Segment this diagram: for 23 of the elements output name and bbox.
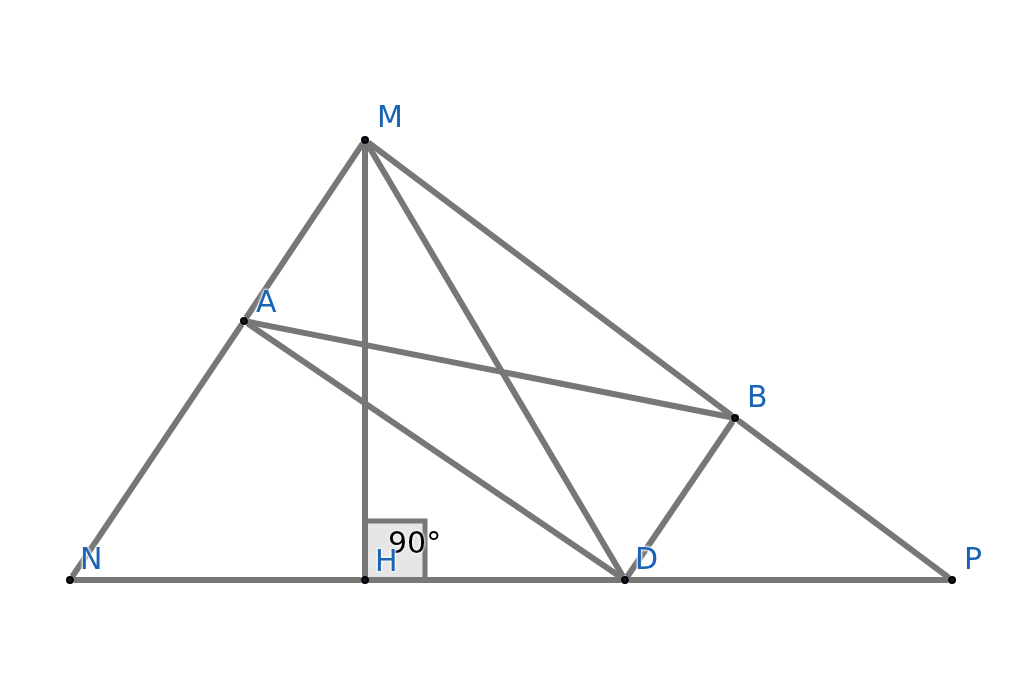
line-segment	[69, 322, 245, 579]
point	[731, 414, 739, 422]
line-segment	[245, 320, 624, 581]
line-segment	[247, 318, 732, 421]
point	[948, 576, 956, 584]
point-label: M	[377, 102, 403, 132]
point	[240, 317, 248, 325]
line-segment	[369, 577, 621, 583]
line-segment	[736, 418, 951, 580]
line-segment	[362, 144, 368, 576]
point	[361, 136, 369, 144]
point	[66, 576, 74, 584]
line-segment	[624, 419, 736, 579]
point-label: N	[80, 544, 103, 574]
point	[361, 576, 369, 584]
point	[621, 576, 629, 584]
line-segment	[74, 577, 361, 583]
line-segment	[629, 577, 948, 583]
point-label: P	[964, 544, 983, 574]
point-label: A	[256, 287, 277, 317]
point-label: D	[635, 544, 659, 574]
line-segment	[364, 141, 626, 579]
point-label: B	[747, 382, 768, 412]
